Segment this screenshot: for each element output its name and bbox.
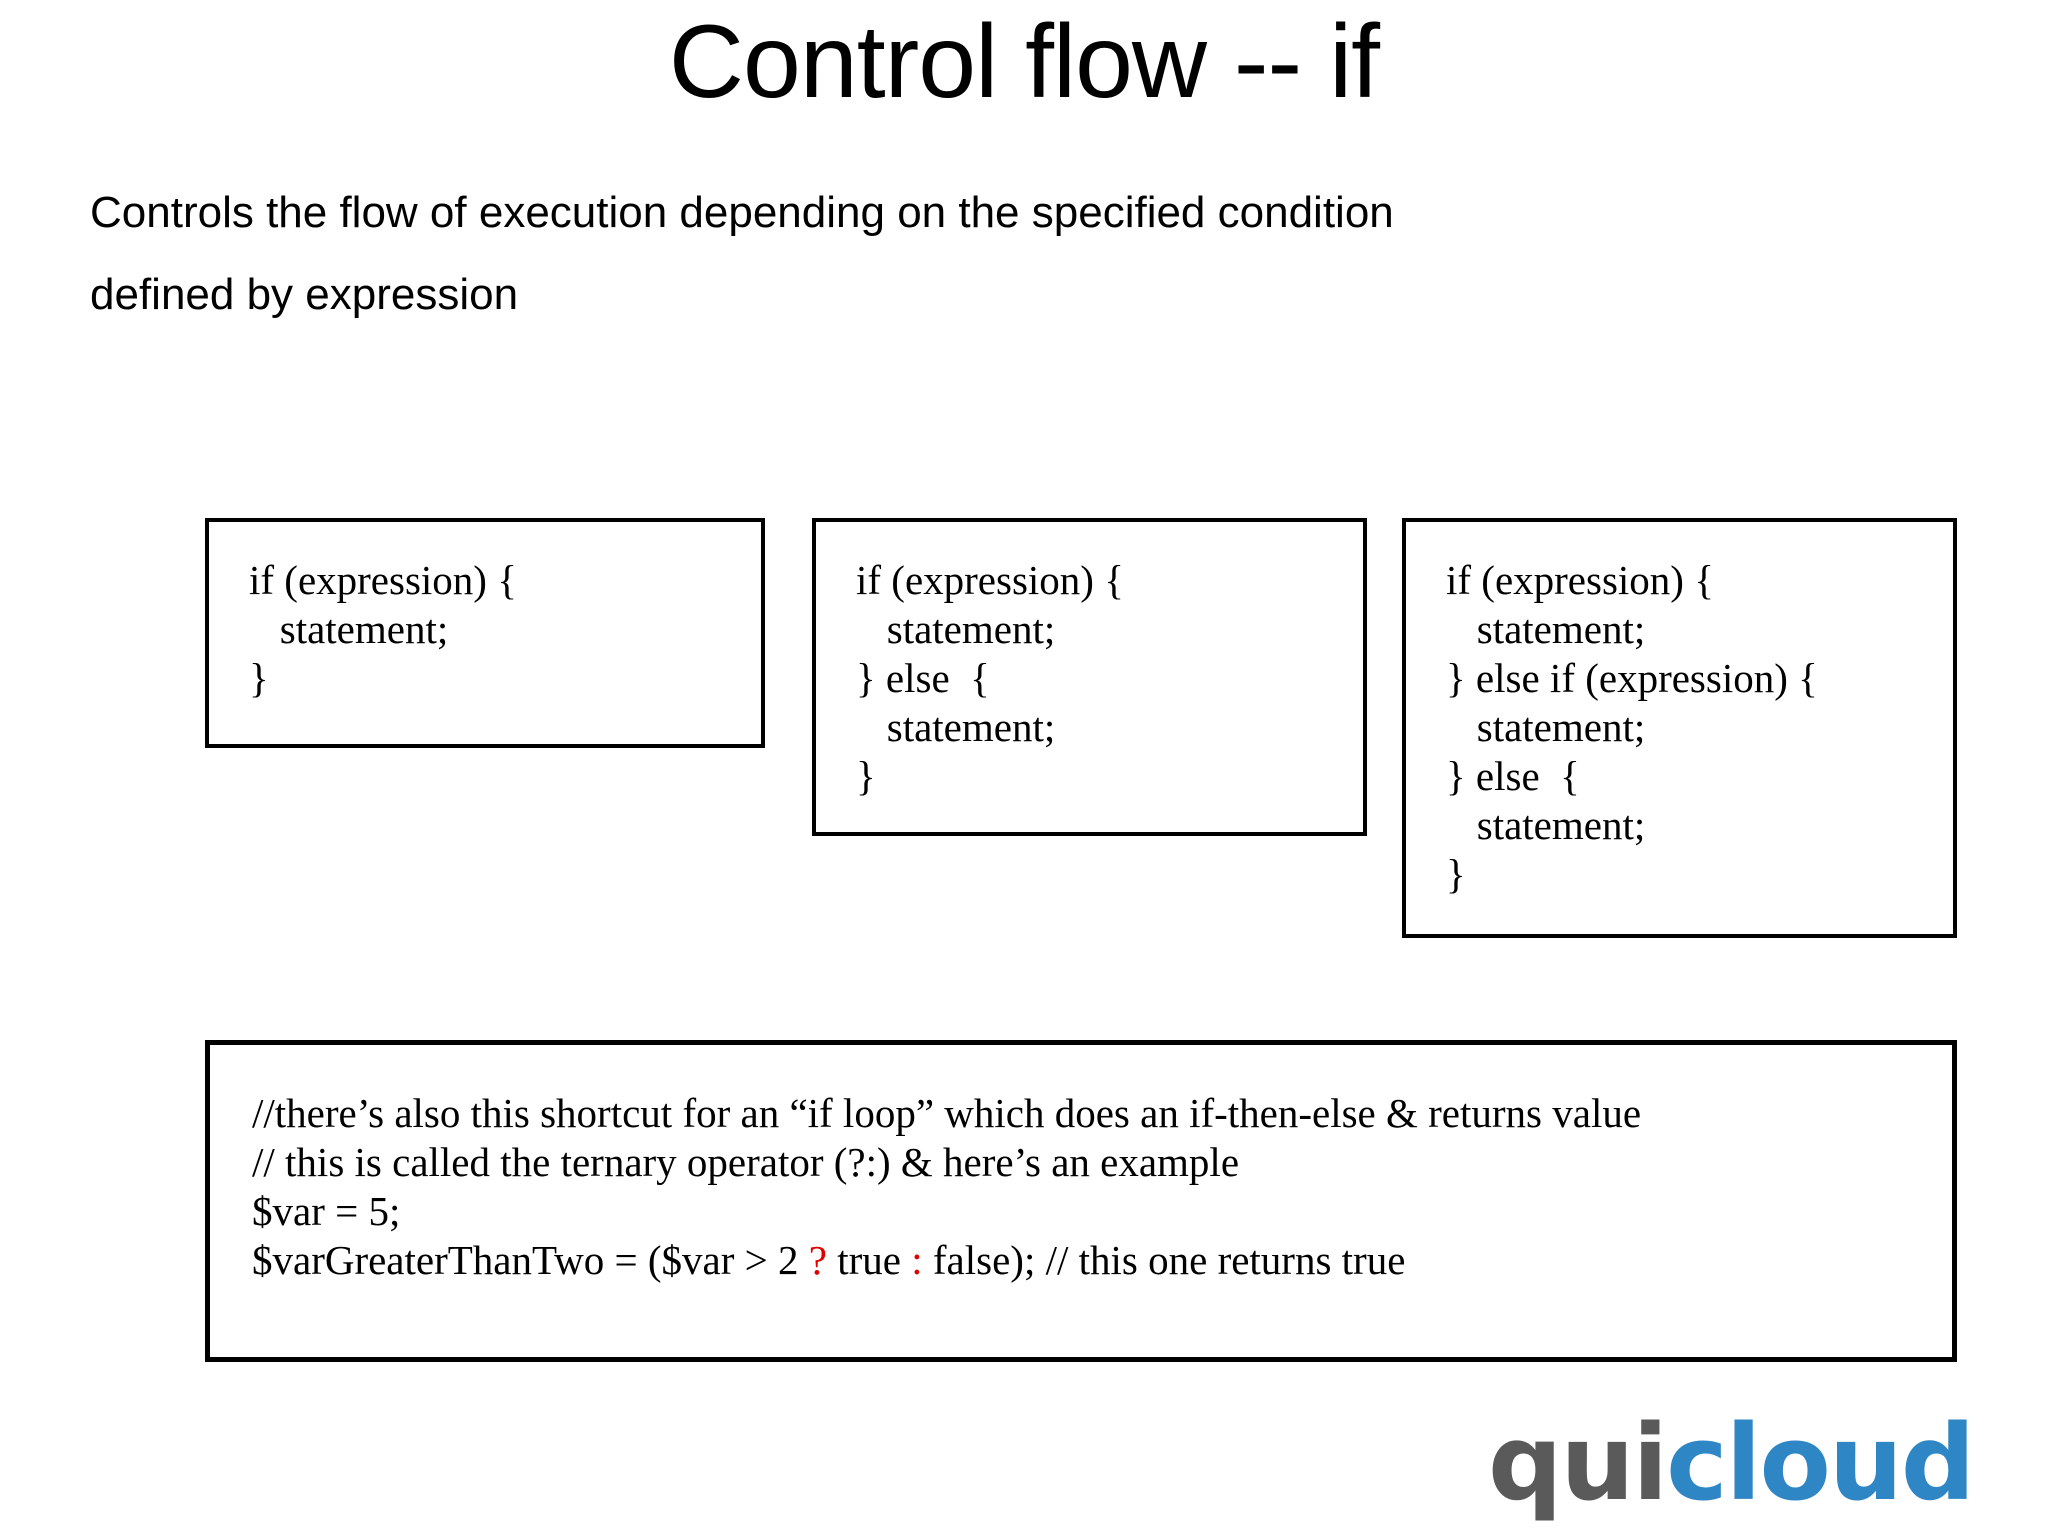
- note-line-assignment: $var = 5;: [252, 1188, 401, 1234]
- code-line: statement;: [1446, 606, 1646, 652]
- ternary-colon-mark: :: [911, 1237, 923, 1283]
- logo-text-cloud: cloud: [1666, 1402, 1975, 1524]
- code-line: statement;: [1446, 802, 1646, 848]
- ternary-question-mark: ?: [808, 1237, 827, 1283]
- code-line: } else {: [856, 655, 990, 701]
- ternary-suffix: false); // this one returns true: [922, 1237, 1406, 1283]
- code-line: } else if (expression) {: [1446, 655, 1818, 701]
- code-box-if-else-content: if (expression) { statement; } else { st…: [816, 522, 1363, 801]
- code-box-if-else: if (expression) { statement; } else { st…: [812, 518, 1367, 836]
- code-line: if (expression) {: [1446, 557, 1714, 603]
- subtitle-block: Controls the flow of execution depending…: [90, 172, 1790, 336]
- code-line: if (expression) {: [249, 557, 517, 603]
- code-box-if-elseif-else-content: if (expression) { statement; } else if (…: [1406, 522, 1953, 899]
- code-box-if-content: if (expression) { statement; }: [209, 522, 761, 703]
- code-line: statement;: [856, 606, 1056, 652]
- code-line: statement;: [856, 704, 1056, 750]
- logo-text-qui: qui: [1488, 1402, 1668, 1524]
- code-line: }: [249, 655, 269, 701]
- ternary-prefix: $varGreaterThanTwo = ($var > 2: [252, 1237, 809, 1283]
- page-title: Control flow -- if: [668, 4, 1380, 120]
- code-line: }: [1446, 851, 1466, 897]
- ternary-note-content: //there’s also this shortcut for an “if …: [210, 1045, 1952, 1285]
- code-box-if-elseif-else: if (expression) { statement; } else if (…: [1402, 518, 1957, 938]
- note-line-ternary: $varGreaterThanTwo = ($var > 2 ? true : …: [252, 1236, 1952, 1285]
- note-line-comment-2: // this is called the ternary operator (…: [252, 1139, 1240, 1185]
- quicloud-logo: quicloud: [1488, 1408, 1975, 1518]
- note-line-comment-1: //there’s also this shortcut for an “if …: [252, 1090, 1642, 1136]
- subtitle-line-1: Controls the flow of execution depending…: [90, 188, 1394, 237]
- ternary-note-box: //there’s also this shortcut for an “if …: [205, 1040, 1957, 1362]
- code-line: } else {: [1446, 753, 1580, 799]
- subtitle-line-2: defined by expression: [90, 270, 519, 319]
- code-box-if: if (expression) { statement; }: [205, 518, 765, 748]
- code-line: if (expression) {: [856, 557, 1124, 603]
- code-line: }: [856, 753, 876, 799]
- code-line: statement;: [1446, 704, 1646, 750]
- code-line: statement;: [249, 606, 449, 652]
- ternary-true-branch: true: [827, 1237, 912, 1283]
